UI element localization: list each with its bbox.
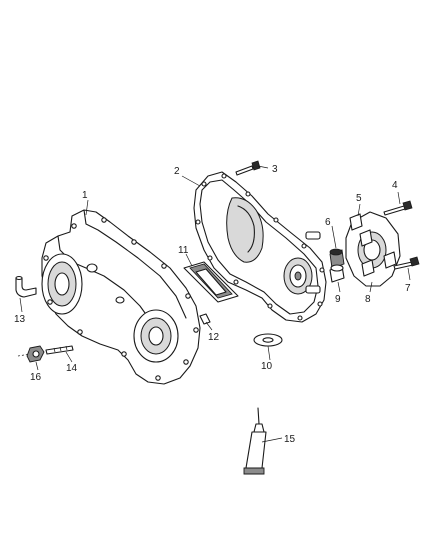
extension-housing xyxy=(345,211,401,287)
callout-9: 9 xyxy=(335,294,341,305)
bolt-4 xyxy=(383,200,413,216)
callout-15: 15 xyxy=(284,434,296,445)
callout-10: 10 xyxy=(261,361,273,372)
callout-2: 2 xyxy=(174,166,180,177)
front-case-bolt-bosses xyxy=(43,217,199,381)
front-case-half xyxy=(41,209,201,385)
stud-14 xyxy=(45,345,74,355)
rear-case-bolt-bosses xyxy=(195,173,325,321)
callout-13: 13 xyxy=(14,314,26,325)
callout-14: 14 xyxy=(66,363,78,374)
leader-lines xyxy=(19,165,411,443)
callout-7: 7 xyxy=(405,283,411,294)
callout-16: 16 xyxy=(30,372,42,383)
vent-tube-13 xyxy=(15,275,37,298)
callout-8: 8 xyxy=(365,294,371,305)
callout-11: 11 xyxy=(178,245,189,256)
callout-1: 1 xyxy=(82,190,88,201)
callout-numbers: 1 2 3 4 5 6 7 8 9 10 11 12 13 14 15 16 xyxy=(14,164,411,445)
nut-16 xyxy=(17,345,45,363)
bushing-6 xyxy=(329,248,345,269)
callout-5: 5 xyxy=(356,193,362,204)
sleeve-9 xyxy=(329,264,345,283)
sealant-tube-15 xyxy=(243,407,267,475)
rear-case-half xyxy=(193,171,327,323)
callout-3: 3 xyxy=(272,164,278,175)
callout-12: 12 xyxy=(208,332,220,343)
washer-10 xyxy=(253,333,283,347)
bolt-3 xyxy=(235,160,261,176)
strainer-11 xyxy=(183,261,239,303)
pin-12 xyxy=(199,313,211,325)
callout-6: 6 xyxy=(325,217,331,228)
callout-4: 4 xyxy=(392,180,398,191)
bolt-7 xyxy=(393,256,420,270)
